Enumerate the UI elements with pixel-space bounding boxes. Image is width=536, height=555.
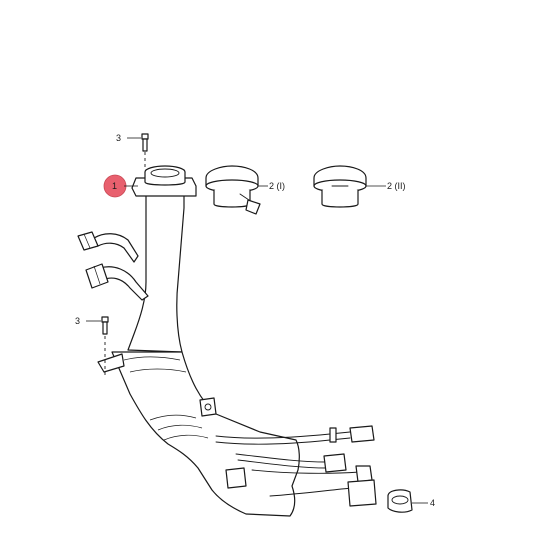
fuel-filler-pipe xyxy=(97,165,300,517)
hose-clamp xyxy=(387,489,413,513)
bolt-upper xyxy=(141,133,149,168)
filler-cap-i xyxy=(205,165,261,215)
filler-cap-ii xyxy=(313,165,367,208)
callout-2-i: 2 (I) xyxy=(269,181,285,191)
vent-hoses xyxy=(77,231,377,507)
callout-4: 4 xyxy=(430,498,435,508)
callout-2-ii: 2 (II) xyxy=(387,181,406,191)
callout-1: 1 xyxy=(112,181,117,191)
callout-3-upper: 3 xyxy=(116,133,121,143)
bolt-lower xyxy=(101,316,109,376)
callout-3-lower: 3 xyxy=(75,316,80,326)
